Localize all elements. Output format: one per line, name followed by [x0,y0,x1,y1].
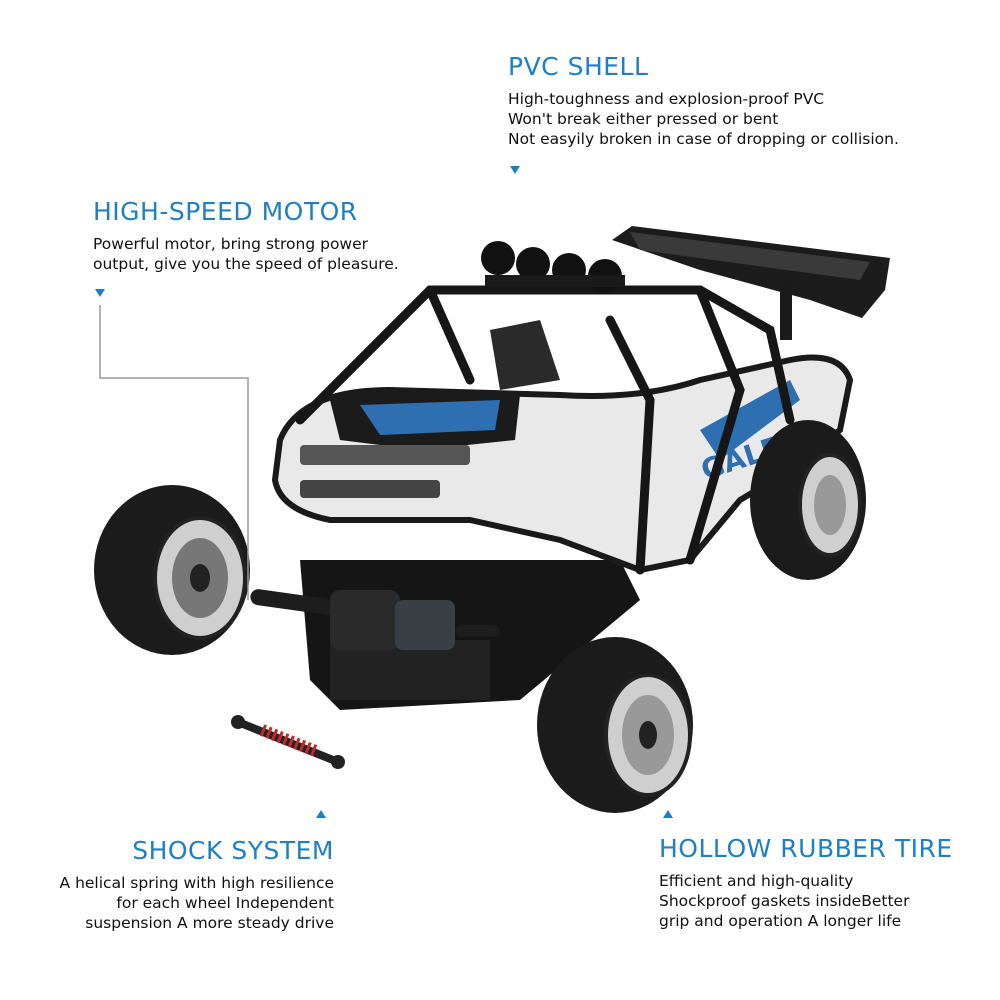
motor-assembly [250,589,500,650]
motor-leader-line [99,305,249,600]
callout-shock: SHOCK SYSTEM A helical spring with high … [60,836,334,933]
tire-line-3: grip and operation A longer life [659,912,902,930]
motor-arrow-icon [95,289,105,297]
motor-title: HIGH-SPEED MOTOR [93,197,358,226]
roof-lights [481,241,625,293]
callout-pvc-shell: PVC SHELL High-toughness and explosion-p… [508,52,899,149]
tire-line-2: Shockproof gaskets insideBetter [659,892,910,910]
rear-spoiler [612,226,890,340]
pvc-shell-line-3: Not easyily broken in case of dropping o… [508,130,899,148]
shock-line-1: A helical spring with high resilience [59,874,334,892]
seat [490,320,560,390]
pvc-shell-arrow-icon [510,166,520,174]
body-shell: GALE [271,354,854,574]
pvc-shell-line-1: High-toughness and explosion-proof PVC [508,90,825,108]
tire-line-1: Efficient and high-quality [659,872,854,890]
shock-line-2: for each wheel Independent [116,894,334,912]
shock-line-3: suspension A more steady drive [85,914,334,932]
motor-line-1: Powerful motor, bring strong power [93,235,369,253]
shock-arrow-icon [316,810,326,818]
motor-line-2: output, give you the speed of pleasure. [93,255,399,273]
rear-tire [750,420,866,580]
callout-motor: HIGH-SPEED MOTOR Powerful motor, bring s… [93,197,399,274]
front-left-tire [94,485,250,655]
shock-absorber [231,715,345,769]
shock-title: SHOCK SYSTEM [132,836,334,865]
callout-tire: HOLLOW RUBBER TIRE Efficient and high-qu… [659,834,953,931]
pvc-shell-line-2: Won't break either pressed or bent [508,110,779,128]
roll-cage [295,285,795,575]
tire-title: HOLLOW RUBBER TIRE [659,834,953,863]
tire-arrow-icon [663,810,673,818]
pvc-shell-title: PVC SHELL [508,52,649,81]
front-right-tire [537,637,693,813]
